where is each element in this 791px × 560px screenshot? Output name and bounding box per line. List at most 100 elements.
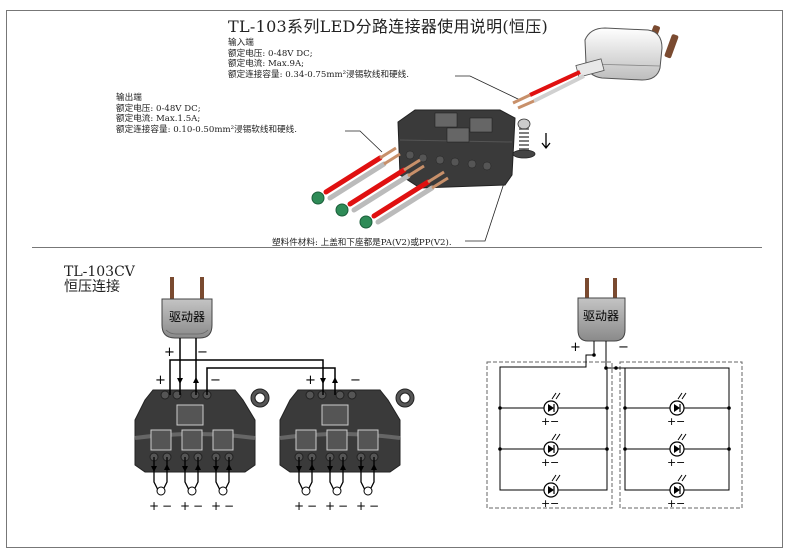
copper-pin xyxy=(431,176,449,190)
connection-type: 恒压连接 xyxy=(64,279,120,295)
material-leader-line xyxy=(465,179,506,242)
led-leads xyxy=(311,146,449,229)
c1-input-plus: + xyxy=(155,373,166,388)
light-arrows-icon xyxy=(551,392,561,400)
led-lead xyxy=(311,146,401,205)
output-plus-sign: + xyxy=(149,499,159,513)
c2-input-minus: − xyxy=(350,373,361,388)
led-symbol-b3: +− xyxy=(667,474,687,510)
output-leader-line xyxy=(345,130,383,153)
output-spec: 输出端 额定电压: 0-48V DC; 额定电流: Max.1.5A; 额定连接… xyxy=(116,93,297,135)
led-icon xyxy=(156,486,166,496)
grey-wire xyxy=(351,173,411,213)
mounting-hole xyxy=(254,392,266,404)
c1-input-minus: − xyxy=(210,373,221,388)
material-note: 塑料件材料: 上盖和下座都是PA(V2)或PP(V2). xyxy=(272,238,452,248)
circuit-minus-sign: − xyxy=(618,340,629,355)
output-plus-sign: + xyxy=(294,499,304,513)
junction-dot xyxy=(604,366,608,370)
led-bulb xyxy=(359,215,373,229)
output-lever xyxy=(150,429,172,451)
input-spec-voltage: 额定电压: 0-48V DC; xyxy=(228,48,313,59)
led-minus-sign: − xyxy=(676,456,685,469)
led-plus-sign: + xyxy=(541,456,550,469)
driver-plug-circuit: 驱动器 xyxy=(577,278,626,342)
input-lever xyxy=(176,404,204,426)
output-lever xyxy=(326,429,348,451)
led-icon xyxy=(332,486,342,496)
input-hole xyxy=(347,390,357,400)
driver-label-circuit: 驱动器 xyxy=(583,309,619,323)
wire-plus-to-c2 xyxy=(169,359,324,395)
output-lever xyxy=(212,429,234,451)
down-arrow-icon xyxy=(213,466,219,472)
led-icon xyxy=(301,486,311,496)
driver-plus-sign: + xyxy=(164,345,175,360)
diode-triangle xyxy=(674,445,680,453)
output-lever xyxy=(357,429,379,451)
output-plus-sign: + xyxy=(211,499,221,513)
led-minus-sign: − xyxy=(676,497,685,510)
group-box-2 xyxy=(619,361,743,509)
output-minus-sign: − xyxy=(307,499,317,513)
down-arrow-icon xyxy=(296,466,302,472)
output-minus-sign: − xyxy=(338,499,348,513)
led-bulb xyxy=(335,203,349,217)
led-icon xyxy=(187,486,197,496)
input-spec-current: 额定电流: Max.9A; xyxy=(228,59,305,70)
led-plus-sign: + xyxy=(667,456,676,469)
output-wire-plus xyxy=(298,457,304,491)
led-symbol-b2: +− xyxy=(667,433,687,469)
wiring-diagram-connectors: 驱动器 + − +−+−+−+−+−+−+−+− xyxy=(134,277,415,513)
connector-2: +−+−+− xyxy=(279,388,415,513)
copper-pin xyxy=(383,152,401,166)
up-arrow-icon xyxy=(226,464,232,470)
up-arrow-icon xyxy=(309,464,315,470)
led-icon xyxy=(218,486,228,496)
led-minus-sign: − xyxy=(676,415,685,428)
down-arrow-icon xyxy=(151,466,157,472)
light-arrows-icon xyxy=(551,474,561,482)
section-divider xyxy=(32,247,762,248)
red-wire xyxy=(323,155,383,195)
output-wire-plus xyxy=(184,457,190,491)
grey-wire xyxy=(375,185,435,225)
junction-dot xyxy=(727,447,731,451)
led-plus-sign: + xyxy=(667,415,676,428)
section-title: TL-103CV 恒压连接 xyxy=(64,265,135,295)
junction-dot xyxy=(498,447,502,451)
output-minus-sign: − xyxy=(162,499,172,513)
output-lever xyxy=(295,429,317,451)
input-hole xyxy=(160,390,170,400)
circuit-diagram: 驱动器 + − +−+−+−+−+−+− xyxy=(486,278,743,510)
diode-triangle xyxy=(674,486,680,494)
connector-3d-view xyxy=(397,109,551,189)
junction-dot xyxy=(623,447,627,451)
input-spec-capacity: 额定连接容量: 0.34-0.75mm²浸锡软线和硬线. xyxy=(228,69,409,80)
output-plus-sign: + xyxy=(356,499,366,513)
input-power-plug xyxy=(512,25,679,110)
led-bulb xyxy=(311,191,325,205)
junction-dot xyxy=(592,353,596,357)
connector-1: +−+−+− xyxy=(134,388,270,513)
red-wire xyxy=(371,179,431,219)
led-symbol-a3: +− xyxy=(541,474,561,510)
input-spec-heading: 输入端 xyxy=(228,38,254,48)
output-spec-heading: 输出端 xyxy=(116,93,142,103)
output-spec-current: 额定电流: Max.1.5A; xyxy=(116,114,201,125)
light-arrows-icon xyxy=(551,433,561,441)
output-wire-plus xyxy=(329,457,335,491)
up-arrow-icon xyxy=(164,464,170,470)
up-arrow-icon xyxy=(340,464,346,470)
junction-dot xyxy=(605,447,609,451)
light-arrows-icon xyxy=(677,474,687,482)
output-wire-plus xyxy=(360,457,366,491)
input-hole xyxy=(190,390,200,400)
diode-triangle xyxy=(548,486,554,494)
junction-dot xyxy=(605,406,609,410)
copper-pin xyxy=(403,158,421,172)
red-wire xyxy=(347,167,407,207)
down-arrow-icon xyxy=(358,466,364,472)
up-arrow-icon xyxy=(332,377,338,383)
